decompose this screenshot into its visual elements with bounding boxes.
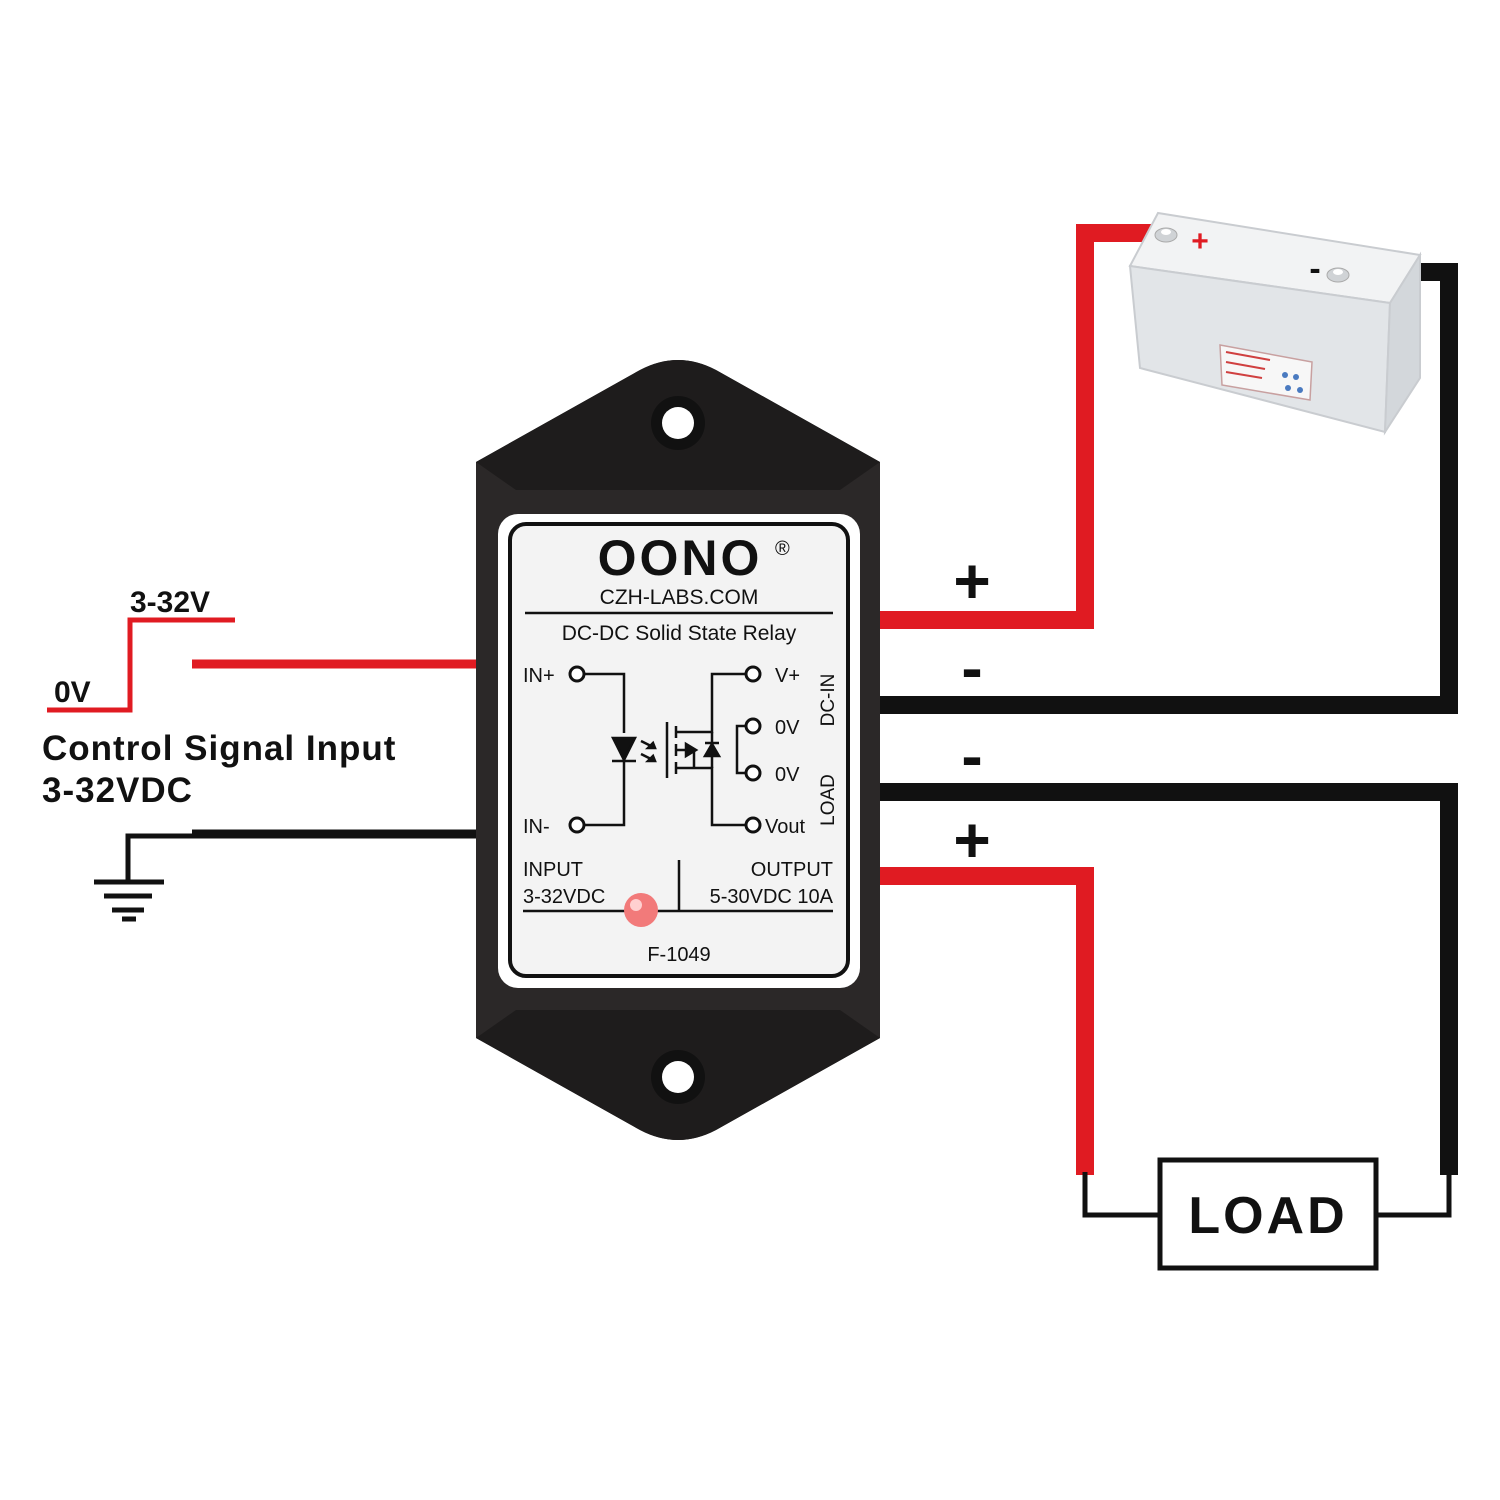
relay-module: OONO ® CZH-LABS.COM DC-DC Solid State Re…	[476, 360, 880, 1140]
pin-in-plus	[568, 665, 586, 683]
mosfet-icon	[665, 672, 746, 827]
website-label: CZH-LABS.COM	[600, 586, 759, 609]
load-box: LOAD	[1157, 1157, 1379, 1271]
pin-v-plus	[744, 665, 762, 683]
load-plus-wire	[880, 867, 1094, 1175]
top-minus-mark: -	[961, 632, 982, 704]
brand-logo: OONO	[598, 530, 763, 586]
control-wires	[47, 617, 478, 882]
side-dc-in-label: DC-IN	[818, 674, 839, 727]
load-label: LOAD	[1188, 1187, 1347, 1245]
load-right-lead	[1376, 1172, 1452, 1218]
pin-0v-a	[744, 717, 762, 735]
bottom-plus-mark: +	[953, 804, 990, 876]
battery-icon: + -	[1128, 211, 1422, 436]
top-plus-mark: +	[953, 545, 990, 617]
optocoupler-icon	[584, 672, 657, 827]
signal-low-label: 0V	[54, 676, 91, 709]
ground-lead-wire	[125, 833, 192, 882]
relay-title: DC-DC Solid State Relay	[562, 622, 797, 645]
polarity-marks: + - - +	[953, 545, 990, 876]
battery-minus-label: -	[1309, 250, 1320, 288]
input-label: INPUT	[523, 859, 583, 881]
load-minus-wire	[880, 783, 1458, 1175]
load-left-lead	[1082, 1172, 1160, 1218]
pin-in-minus-label: IN-	[523, 816, 550, 838]
pin-in-minus	[568, 816, 586, 834]
pin-vout-label: Vout	[765, 816, 805, 838]
signal-high-label: 3-32V	[130, 586, 210, 619]
control-title-line2: 3-32VDC	[42, 771, 193, 810]
pin-0v-b	[744, 764, 762, 782]
bottom-minus-mark: -	[961, 720, 982, 792]
signal-step-wire	[47, 617, 235, 713]
registered-mark: ®	[775, 538, 790, 560]
control-title-line1: Control Signal Input	[42, 729, 396, 768]
battery-plus-wire	[880, 224, 1152, 629]
input-range-label: 3-32VDC	[523, 886, 605, 908]
ground-icon	[94, 879, 164, 922]
output-label: OUTPUT	[751, 859, 833, 881]
pin-0v-a-label: 0V	[775, 717, 800, 739]
pin-in-plus-label: IN+	[523, 665, 555, 687]
side-load-label: LOAD	[818, 774, 839, 826]
led-indicator-icon	[624, 893, 658, 927]
output-range-label: 5-30VDC 10A	[710, 886, 834, 908]
pin-v-plus-label: V+	[775, 665, 800, 687]
pin-vout	[744, 816, 762, 834]
pin-0v-b-label: 0V	[775, 764, 800, 786]
model-label: F-1049	[647, 944, 710, 966]
battery-plus-label: +	[1191, 225, 1209, 258]
